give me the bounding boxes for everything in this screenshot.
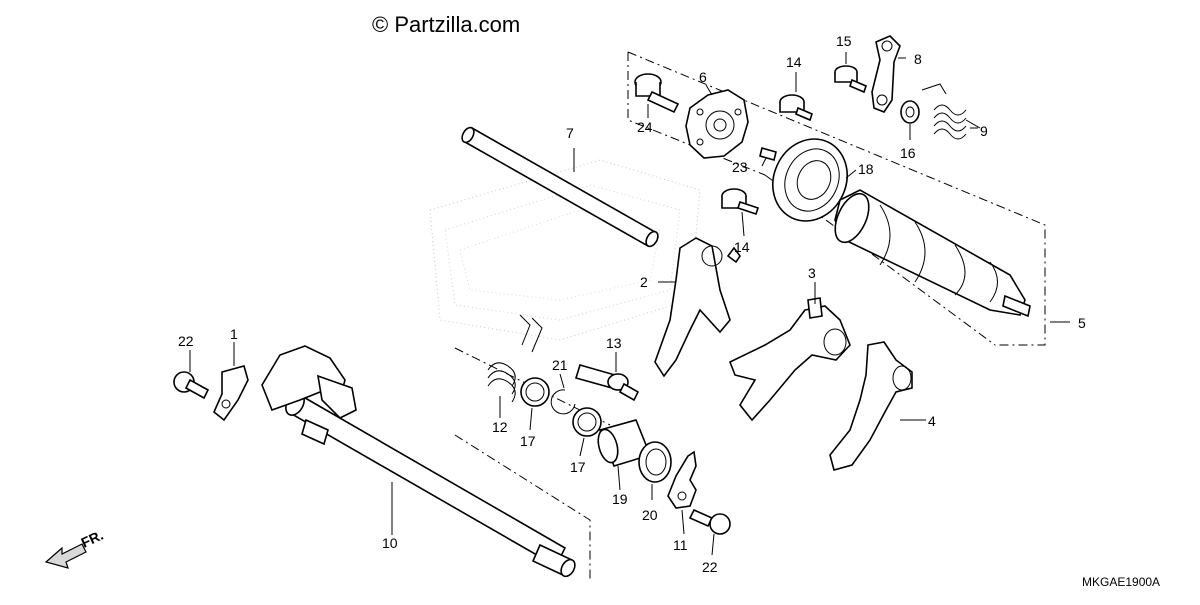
callout-22-right: 22 [702, 559, 718, 575]
part-11-plate [667, 450, 697, 509]
part-20-oil-seal [638, 441, 672, 483]
part-18-bearing [772, 138, 848, 222]
callout-22-left: 22 [178, 333, 194, 349]
part-10-gearshift-spindle [261, 345, 576, 578]
callout-13: 13 [606, 335, 622, 351]
callout-3: 3 [808, 265, 816, 281]
part-17-washer-a [520, 377, 550, 407]
part-4-shift-fork [829, 341, 913, 471]
callout-8: 8 [914, 51, 922, 67]
callout-21: 21 [552, 357, 568, 373]
callout-24: 24 [637, 119, 653, 135]
callout-20: 20 [642, 507, 658, 523]
callout-15: 15 [836, 33, 852, 49]
part-23-dowel-pin [759, 147, 777, 161]
callout-10: 10 [382, 535, 398, 551]
callout-16: 16 [900, 145, 916, 161]
diagram-code: MKGAE1900A [1082, 575, 1160, 589]
callout-23: 23 [732, 159, 748, 175]
callout-4: 4 [928, 413, 936, 429]
part-1-stopper-plate [213, 365, 249, 422]
callout-17-a: 17 [520, 433, 536, 449]
callout-14-lower: 14 [734, 239, 750, 255]
part-21-circlip [550, 389, 576, 415]
part-14-bolt-lower [721, 188, 760, 216]
callout-2: 2 [640, 274, 648, 290]
front-label: FR. [79, 527, 106, 551]
callout-7: 7 [566, 125, 574, 141]
callout-6: 6 [699, 69, 707, 85]
part-8-stopper-arm [871, 35, 901, 113]
part-19-needle-bearing [597, 419, 652, 467]
part-9-stopper-spring [921, 83, 981, 140]
callout-9: 9 [980, 123, 988, 139]
part-15-bolt [834, 65, 867, 94]
part-17-washer-b [572, 407, 602, 437]
part-24-bolt [634, 73, 680, 114]
part-6-shift-drum-center [685, 89, 749, 159]
part-5-shift-drum [834, 189, 1031, 318]
callout-1: 1 [230, 326, 238, 342]
callout-14-upper: 14 [786, 54, 802, 70]
callout-17-b: 17 [570, 459, 586, 475]
part-2-shift-fork [654, 237, 741, 378]
part-13-collar-bolt [574, 364, 640, 402]
part-3-shift-fork [728, 297, 851, 422]
part-14-bolt-upper [779, 94, 813, 122]
part-16-washer [900, 100, 920, 124]
watermark: © Partzilla.com [372, 12, 520, 37]
callout-5: 5 [1078, 315, 1086, 331]
callout-18: 18 [858, 161, 874, 177]
part-22-bolt-right [688, 508, 731, 535]
part-22-bolt-left [173, 371, 210, 400]
guide-line-10 [454, 434, 591, 580]
part-7-shift-fork-shaft [461, 126, 659, 248]
callout-11: 11 [673, 537, 688, 553]
leader-lines [189, 52, 1070, 556]
callout-12: 12 [492, 419, 508, 435]
callout-19: 19 [612, 491, 628, 507]
part-12-return-spring [487, 314, 543, 403]
front-arrow-icon [44, 543, 87, 569]
